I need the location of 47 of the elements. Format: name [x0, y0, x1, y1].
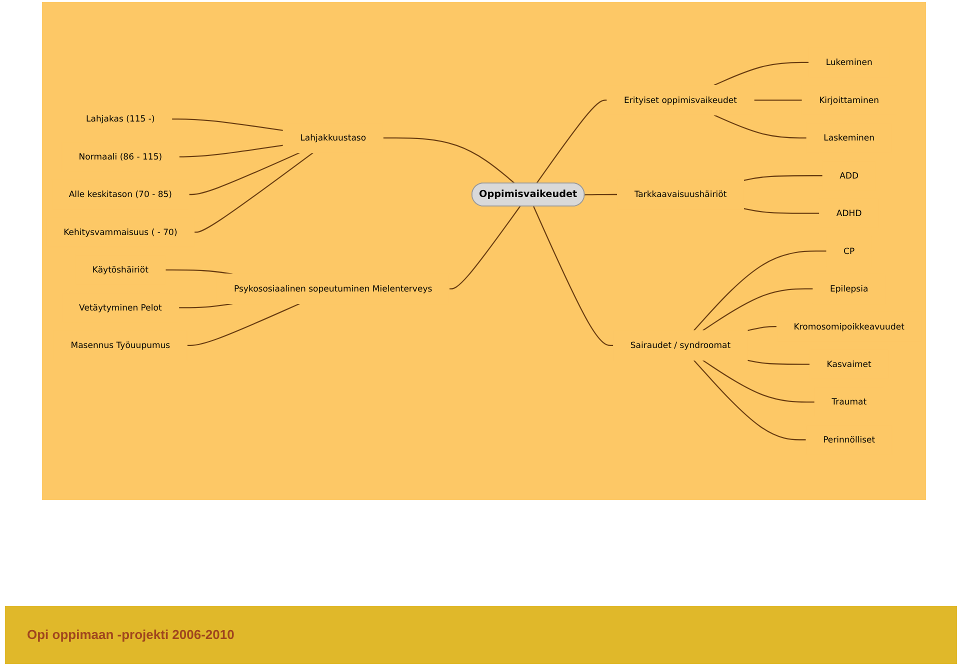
connector: [449, 206, 521, 290]
connector: [383, 137, 516, 184]
caption: Opi oppimaan -projekti 2006-2010: [27, 627, 234, 642]
node-text: Sairaudet / syndroomat: [630, 340, 731, 350]
node-text: Kehitysvammaisuus ( - 70): [64, 226, 178, 238]
connector: [189, 152, 300, 195]
connector: [194, 152, 314, 233]
node-text: ADD: [840, 170, 859, 180]
connector: [533, 206, 614, 346]
node-text: ADHD: [836, 208, 862, 218]
node-text: Masennus Työuupumus: [70, 340, 170, 350]
node-text: Vetäytyminen Pelot: [79, 302, 162, 313]
node-text: Traumat: [832, 396, 867, 407]
connector: [714, 114, 807, 138]
connector: [702, 288, 813, 331]
node-text: Epilepsia: [830, 283, 868, 294]
node-text: Normaali (86 - 115): [78, 151, 162, 162]
connector: [179, 144, 284, 158]
node-text: Perinnölliset: [823, 434, 876, 445]
connector: [172, 118, 284, 131]
connector: [187, 303, 300, 346]
node-text: Kirjoittaminen: [819, 94, 880, 106]
node-text: Alle keskitason (70 - 85): [68, 189, 172, 200]
node-text: Lukeminen: [826, 57, 872, 68]
connector: [693, 360, 806, 440]
node-text: Erityiset oppimisvaikeudet: [624, 94, 738, 106]
connector: [714, 62, 809, 86]
node-text: Kromosomipoikkeavuudet: [794, 321, 904, 332]
connector: [747, 326, 777, 331]
connector: [693, 250, 827, 331]
connector: [744, 174, 823, 181]
node-text: Käytöshäiriöt: [92, 264, 148, 275]
node-text: Lahjakas (115 -): [86, 114, 155, 124]
node-text: Tarkkaavaisuushäiriöt: [634, 189, 727, 200]
connector: [178, 303, 233, 308]
connector: [747, 360, 810, 365]
node-text: Kasvaimet: [826, 358, 872, 370]
node-text: CP: [844, 246, 855, 256]
connector: [744, 208, 820, 214]
connector: [584, 194, 618, 196]
connector: [754, 100, 802, 101]
connector: [536, 100, 607, 184]
connector: [702, 360, 815, 402]
node-text: Lahjakkuustaso: [300, 132, 366, 143]
node-text: Laskeminen: [824, 132, 875, 143]
node-text: Psykososiaalinen sopeutuminen Mielenterveys: [234, 283, 432, 294]
diagram-background: Lahjakas (115 -) Normaali (86 - 115) Alle keskitason (70 - 85) Kehitysvammaisuus ( - 70) Lahjakkuustaso Lukeminen Erityiset oppimisvaikeudet Kirjoittaminen Laskeminen Oppimisvaikeudet Tarkkaavaisuushäiriöt ADD ADHD Käytöshäiriöt Psykososiaalinen sopeutuminen Mielenterveys CP Sairaudet / syndroomat Epilepsia Vetäytyminen Pelot Kromosomipoikkeavuudet Kasvaimet Masennus Työuupumus Traumat Perinnölliset: [42, 2, 926, 500]
